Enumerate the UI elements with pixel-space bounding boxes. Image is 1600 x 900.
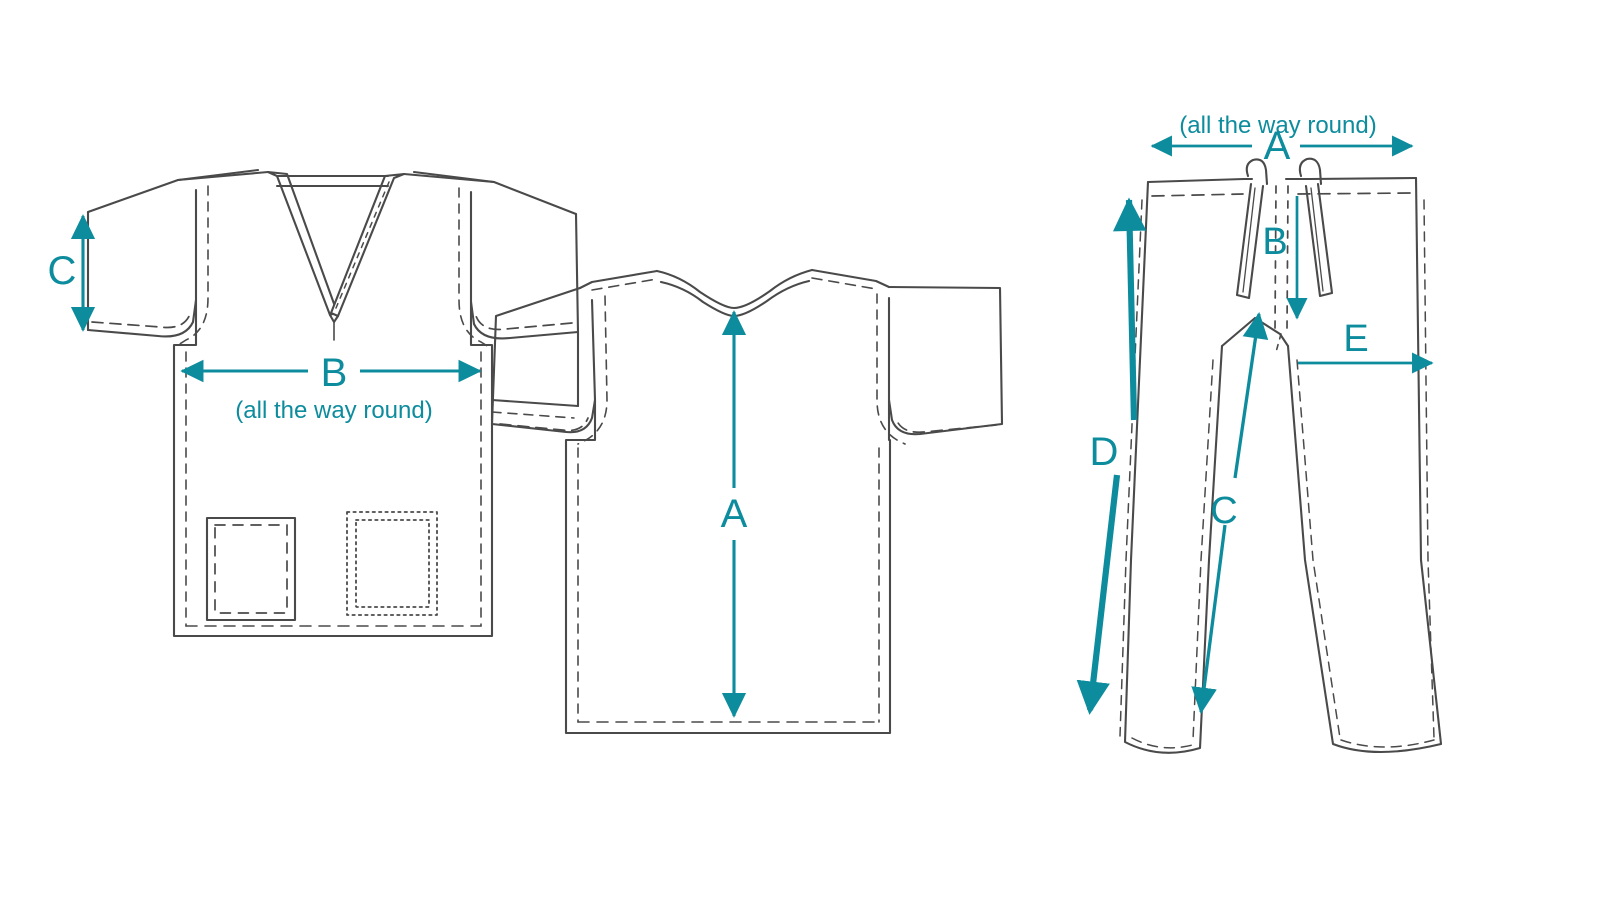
label-top-B-note: (all the way round) (235, 397, 432, 424)
scrub-top-front-illustration (86, 168, 580, 638)
scrub-top-back-illustration (490, 268, 1004, 735)
label-pants-E: E (1343, 318, 1368, 360)
label-pants-D: D (1090, 430, 1119, 474)
label-top-C: C (48, 249, 77, 293)
label-top-B: B (321, 351, 348, 395)
label-layer: C B (all the way round) A (all the way r… (48, 112, 1377, 536)
label-top-A: A (721, 492, 748, 536)
label-pants-C: C (1210, 490, 1237, 532)
measure-pants-C-arrow-lower (1191, 524, 1227, 714)
annotation-layer-top (70, 214, 747, 718)
measure-pants-D (1076, 197, 1147, 715)
measure-pants-D-arrow-lower (1076, 474, 1121, 715)
measure-pants-D-arrow-upper (1112, 197, 1147, 421)
measure-pants-C-arrow-upper (1233, 312, 1269, 479)
label-pants-A: A (1264, 124, 1291, 168)
annotation-layer-pants (1076, 135, 1434, 715)
measure-pants-C (1191, 312, 1269, 714)
label-pants-B: B (1262, 221, 1287, 263)
label-pants-A-note: (all the way round) (1179, 112, 1376, 139)
